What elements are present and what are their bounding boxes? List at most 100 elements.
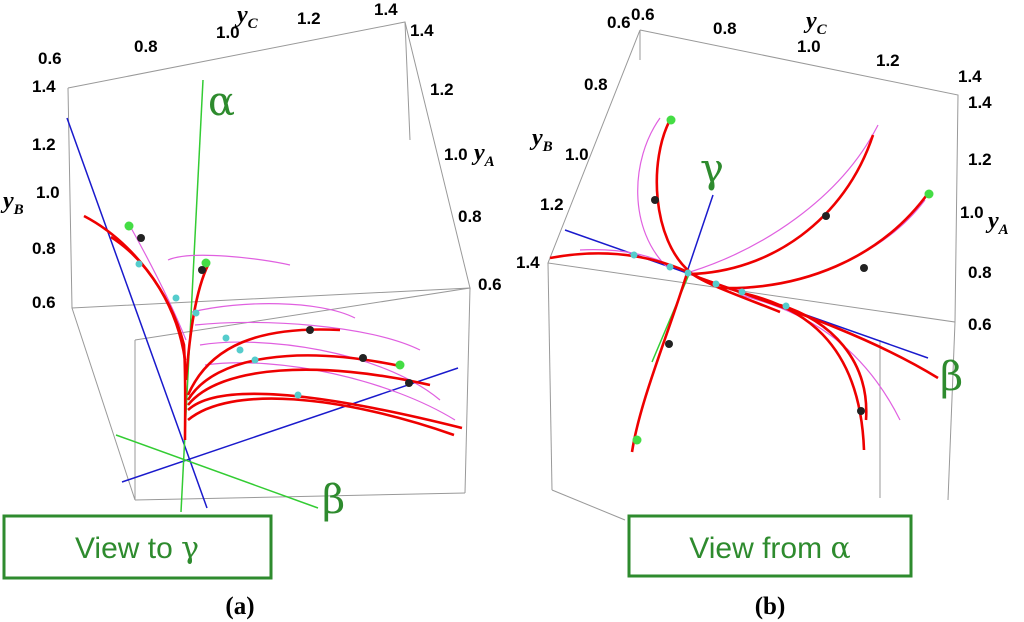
panel-a-tick-c: 0.6 — [38, 49, 62, 68]
panel-b-axis-label-c: yC — [803, 8, 828, 38]
panel-a-axis-sub-c: C — [248, 16, 259, 32]
panel-a-blue-axis-2 — [121, 367, 459, 483]
panel-b-view-label: View from α — [689, 531, 850, 566]
panel-a-greek-beta: β — [322, 477, 345, 523]
panel-b-tick-c: 0.8 — [713, 19, 737, 38]
panel-b-blue-axis-gamma — [685, 194, 714, 276]
panel-b-curve — [689, 134, 875, 276]
panel-b-curve — [719, 191, 931, 290]
panel-a-tick-c: 1.0 — [216, 23, 240, 42]
panel-b-curve — [549, 252, 939, 380]
panel-b-point-black — [665, 340, 673, 348]
panel-a-label: (a) — [225, 593, 254, 620]
panel-a-point-black — [405, 379, 413, 387]
panel-a-tick-a: 1.4 — [410, 21, 434, 40]
panel-b-point-cyan — [684, 269, 692, 277]
panel-a-faint-trajectories — [129, 225, 456, 421]
panel-a-tick-a: 1.2 — [430, 80, 454, 99]
panel-a-greek-alpha: α — [208, 79, 235, 125]
panel-a-point-black — [198, 266, 206, 274]
panel-b-axis-label-a: yA — [985, 208, 1009, 238]
panel-b-box-edge — [547, 29, 959, 323]
panel-b-point-cyan — [782, 302, 790, 310]
panel-a-tick-b: 1.0 — [36, 183, 60, 202]
panel-a-tick-a: 1.0 — [444, 145, 468, 164]
panel-b-axis-label-b: yB — [529, 125, 553, 155]
panel-a-axis-letter-c: y — [234, 2, 248, 28]
panel-a-tick-a: 0.8 — [458, 207, 482, 226]
panel-a-point-black — [359, 354, 367, 362]
panel-a-green-axis-beta — [115, 434, 319, 509]
panel-b-faint-curve — [637, 117, 669, 269]
panel-a-box-edge — [404, 21, 411, 141]
panel-a-point-black — [137, 234, 145, 242]
panel-a-curve — [110, 235, 187, 361]
panel-b-trajectories — [549, 117, 939, 453]
panel-b-tick-c: 1.0 — [797, 37, 821, 56]
panel-a-blue-axis-1 — [66, 117, 208, 509]
panel-b-tick-a: 0.8 — [968, 263, 992, 282]
panel-a-point-cyan — [192, 309, 200, 317]
panel-b-tick-c: 0.6 — [631, 5, 655, 24]
panel-b-point-cyan — [712, 280, 720, 288]
panel-a-point-cyan — [251, 356, 259, 364]
panel-b-tick-a: 1.0 — [960, 203, 984, 222]
panel-b-tick-b: 1.0 — [565, 145, 589, 164]
panel-a-tick-b: 1.4 — [32, 77, 56, 96]
panel-a-view-box — [2, 514, 273, 580]
panel-a-axis-label-b: yB — [0, 188, 24, 218]
panel-a-faint-curve — [167, 254, 291, 266]
panel-b-curve — [655, 117, 781, 314]
panel-a-point-green — [201, 258, 211, 268]
panel-a-axis-label-c: yC — [234, 2, 259, 32]
panel-b-axis-sub-c: C — [817, 22, 828, 38]
panel-b-box-edge — [547, 262, 553, 491]
panel-a-point-cyan — [135, 260, 143, 268]
panel-a-point-black — [306, 326, 314, 334]
panel-a-trajectories — [83, 214, 463, 441]
panel-a-axis-sub-a: A — [484, 154, 495, 170]
panel-a-box-edge — [134, 287, 471, 341]
panel-a-box-edge — [71, 307, 136, 501]
panel-b-view-greek: α — [830, 531, 850, 566]
panel-b-view-box — [627, 514, 913, 578]
panel-a-faint-curve — [204, 362, 456, 421]
panel-a-point-green — [395, 360, 405, 370]
panel-a-point-cyan — [172, 294, 180, 302]
panel-b-tick-c: 1.2 — [876, 51, 900, 70]
panel-a-curve — [186, 368, 431, 406]
panel-b-axis-sub-a: A — [998, 222, 1009, 238]
panel-a-point-cyan — [236, 346, 244, 354]
panel-a-box-edge — [67, 21, 471, 309]
panel-b-faint-curve — [689, 124, 879, 273]
panel-b-point-black — [822, 212, 830, 220]
panel-a-box-edge — [134, 492, 466, 501]
panel-b-faint-trajectories — [579, 117, 926, 421]
panel-a-tick-c: 1.2 — [297, 9, 321, 28]
panel-b: 0.6 0.6 0.8 1.0 1.2 1.4 yC 0.8 1.0 1.2 1… — [516, 5, 1009, 620]
panel-a-tick-c: 0.8 — [134, 37, 158, 56]
panel-b-tick-a: 0.6 — [968, 315, 992, 334]
panel-a-axis-letter-b: y — [0, 188, 14, 214]
panel-b-points — [630, 115, 934, 445]
panel-a-green-axis-alpha — [180, 79, 204, 513]
panel-a-curve — [187, 392, 463, 430]
panel-b-curve — [779, 303, 868, 421]
panel-b-point-black — [860, 264, 868, 272]
panel-b-point-cyan — [666, 263, 674, 271]
panel-a-tick-b: 0.8 — [32, 239, 56, 258]
panel-b-axis-letter-c: y — [803, 8, 817, 34]
panel-b-axis-sub-b: B — [542, 139, 553, 155]
panel-b-tick-a: 1.4 — [968, 93, 992, 112]
panel-b-tick-b: 1.4 — [516, 253, 540, 272]
panel-b-point-black — [651, 196, 659, 204]
panel-b-curve — [630, 269, 690, 453]
panel-a-view-label: View to γ — [75, 531, 199, 566]
panel-a-tick-a: 0.6 — [478, 275, 502, 294]
panel-b-greek-beta: β — [940, 354, 963, 400]
panel-a-point-green — [124, 221, 134, 231]
panel-b-label: (b) — [755, 593, 786, 620]
panel-a-axis-sub-b: B — [13, 202, 24, 218]
panel-a-point-cyan — [294, 391, 302, 399]
